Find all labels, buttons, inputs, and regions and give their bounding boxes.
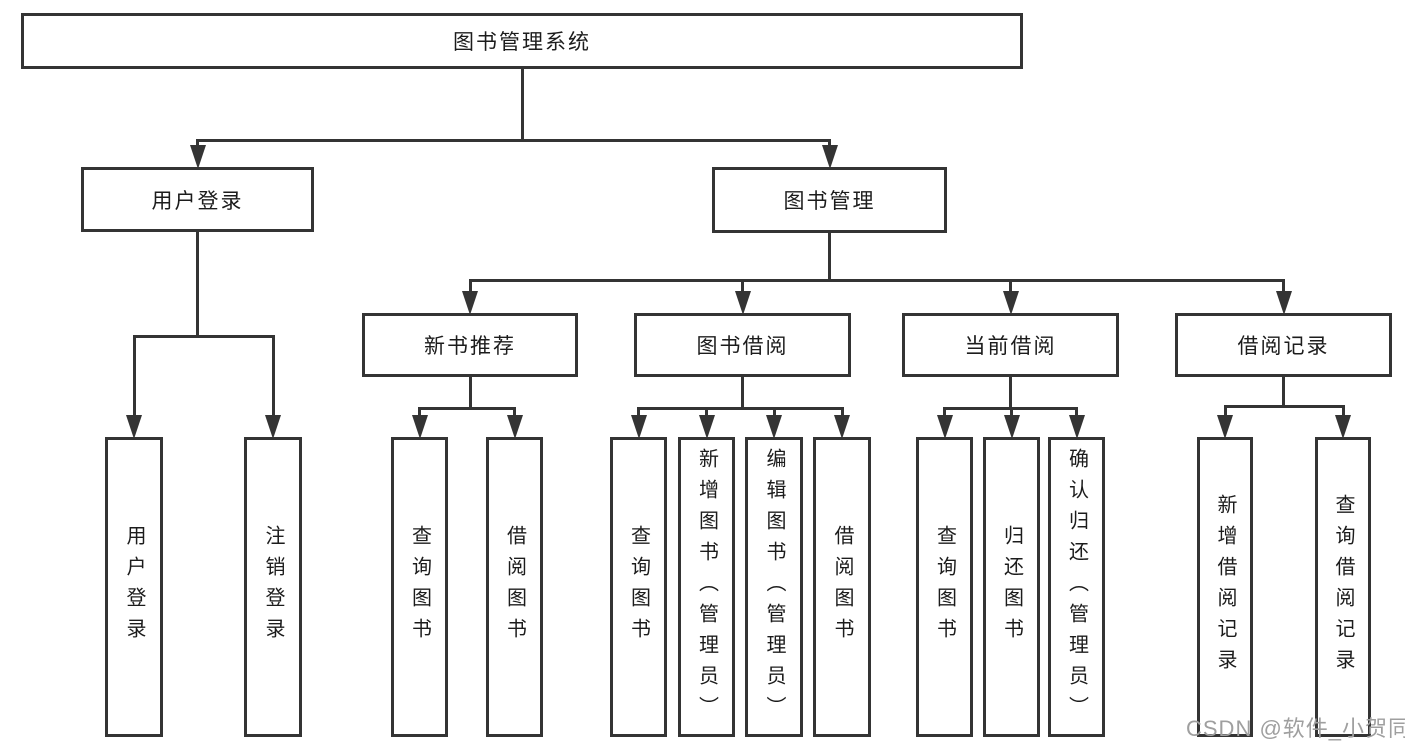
connector-line [468, 377, 472, 408]
arrowhead-icon [1003, 415, 1020, 439]
arrowhead-icon [411, 415, 428, 439]
node-label: 查询图书 [627, 525, 650, 649]
diagram-node-edit-books-admin: 编辑图书（管理员） [745, 437, 803, 737]
diagram-node-query-books-borrow: 查询图书 [610, 437, 667, 737]
node-label: 借阅图书 [503, 525, 526, 649]
connector-line [741, 377, 744, 408]
arrowhead-icon [1275, 291, 1292, 315]
diagram-node-user-login-leaf: 用户登录 [105, 437, 163, 737]
connector-line [196, 232, 199, 336]
node-label: 图书借阅 [696, 335, 789, 358]
diagram-node-user-login-group: 用户登录 [81, 167, 314, 232]
diagram-node-query-borrow-record: 查询借阅记录 [1315, 437, 1371, 737]
arrowhead-icon [821, 145, 838, 169]
connector-line [1009, 377, 1012, 408]
arrowhead-icon [1068, 415, 1085, 439]
diagram-node-confirm-return-admin: 确认归还（管理员） [1048, 437, 1105, 737]
node-label: 编辑图书（管理员） [763, 447, 785, 727]
node-label: 确认归还（管理员） [1065, 447, 1088, 727]
connector-line [637, 406, 844, 410]
arrowhead-icon [766, 415, 782, 439]
arrowhead-icon [936, 415, 953, 439]
connector-line [196, 138, 831, 142]
diagram-node-borrow-books-borrow: 借阅图书 [813, 437, 871, 737]
arrowhead-icon [1335, 415, 1351, 439]
arrowhead-icon [630, 415, 647, 439]
node-label: 归还图书 [1000, 525, 1023, 649]
node-label: 图书管理系统 [453, 31, 591, 54]
diagram-node-root: 图书管理系统 [21, 13, 1023, 69]
diagram-node-borrow-records: 借阅记录 [1175, 313, 1392, 377]
connector-line [468, 280, 472, 295]
connector-line [513, 408, 516, 419]
node-label: 查询借阅记录 [1332, 494, 1354, 680]
connector-line [468, 278, 1285, 282]
arrowhead-icon [1002, 291, 1019, 315]
node-label: 查询图书 [408, 525, 431, 649]
arrowhead-icon [1217, 415, 1233, 439]
connector-line [943, 408, 946, 419]
connector-line [1223, 406, 1227, 419]
node-label: 用户登录 [151, 189, 244, 213]
node-label: 新增图书（管理员） [695, 447, 718, 727]
connector-line [1341, 406, 1345, 419]
connector-line [705, 408, 708, 419]
arrowhead-icon [265, 415, 281, 439]
node-label: 查询图书 [933, 525, 956, 649]
connector-line [1009, 280, 1012, 295]
connector-line [1223, 404, 1345, 408]
node-label: 当前借阅 [964, 335, 1057, 358]
diagram-node-query-books-current: 查询图书 [916, 437, 973, 737]
connector-line [772, 408, 776, 419]
diagram-node-add-books-admin: 新增图书（管理员） [678, 437, 735, 737]
diagram-node-current-borrow: 当前借阅 [902, 313, 1119, 377]
connector-line [1075, 408, 1078, 419]
diagram-node-borrow-books-rec: 借阅图书 [486, 437, 543, 737]
connector-line [132, 334, 275, 338]
diagram-node-logout-leaf: 注销登录 [244, 437, 302, 737]
arrowhead-icon [462, 291, 478, 315]
arrowhead-icon [506, 415, 523, 439]
connector-line [196, 140, 199, 149]
diagram-node-book-mgmt: 图书管理 [712, 167, 947, 233]
connector-line [520, 69, 524, 140]
arrowhead-icon [734, 291, 751, 315]
node-label: 新增借阅记录 [1214, 494, 1236, 680]
arrowhead-icon [189, 145, 206, 169]
connector-line [271, 336, 275, 419]
connector-line [741, 280, 744, 295]
connector-line [1010, 408, 1013, 419]
connector-line [418, 406, 516, 410]
node-label: 新书推荐 [424, 335, 516, 358]
diagram-node-book-borrow: 图书借阅 [634, 313, 851, 377]
connector-line [828, 233, 831, 280]
watermark: CSDN @软件_小贺同学 [1186, 716, 1405, 741]
arrowhead-icon [698, 415, 715, 439]
diagram-node-query-books-rec: 查询图书 [391, 437, 448, 737]
connector-line [132, 336, 136, 419]
diagram-node-add-borrow-record: 新增借阅记录 [1197, 437, 1253, 737]
node-label: 注销登录 [262, 525, 284, 649]
diagram-node-return-books: 归还图书 [983, 437, 1040, 737]
arrowhead-icon [126, 415, 142, 439]
node-label: 借阅记录 [1237, 335, 1330, 358]
arrowhead-icon [834, 415, 850, 439]
connector-line [1282, 280, 1285, 295]
diagram-node-new-book-rec: 新书推荐 [362, 313, 578, 377]
connector-line [637, 408, 640, 419]
node-label: 用户登录 [123, 525, 145, 649]
node-label: 图书管理 [783, 190, 876, 213]
connector-line [418, 408, 421, 419]
connector-line [828, 140, 831, 149]
connector-line [840, 408, 844, 419]
node-label: 借阅图书 [831, 525, 853, 649]
connector-line [1282, 377, 1285, 406]
